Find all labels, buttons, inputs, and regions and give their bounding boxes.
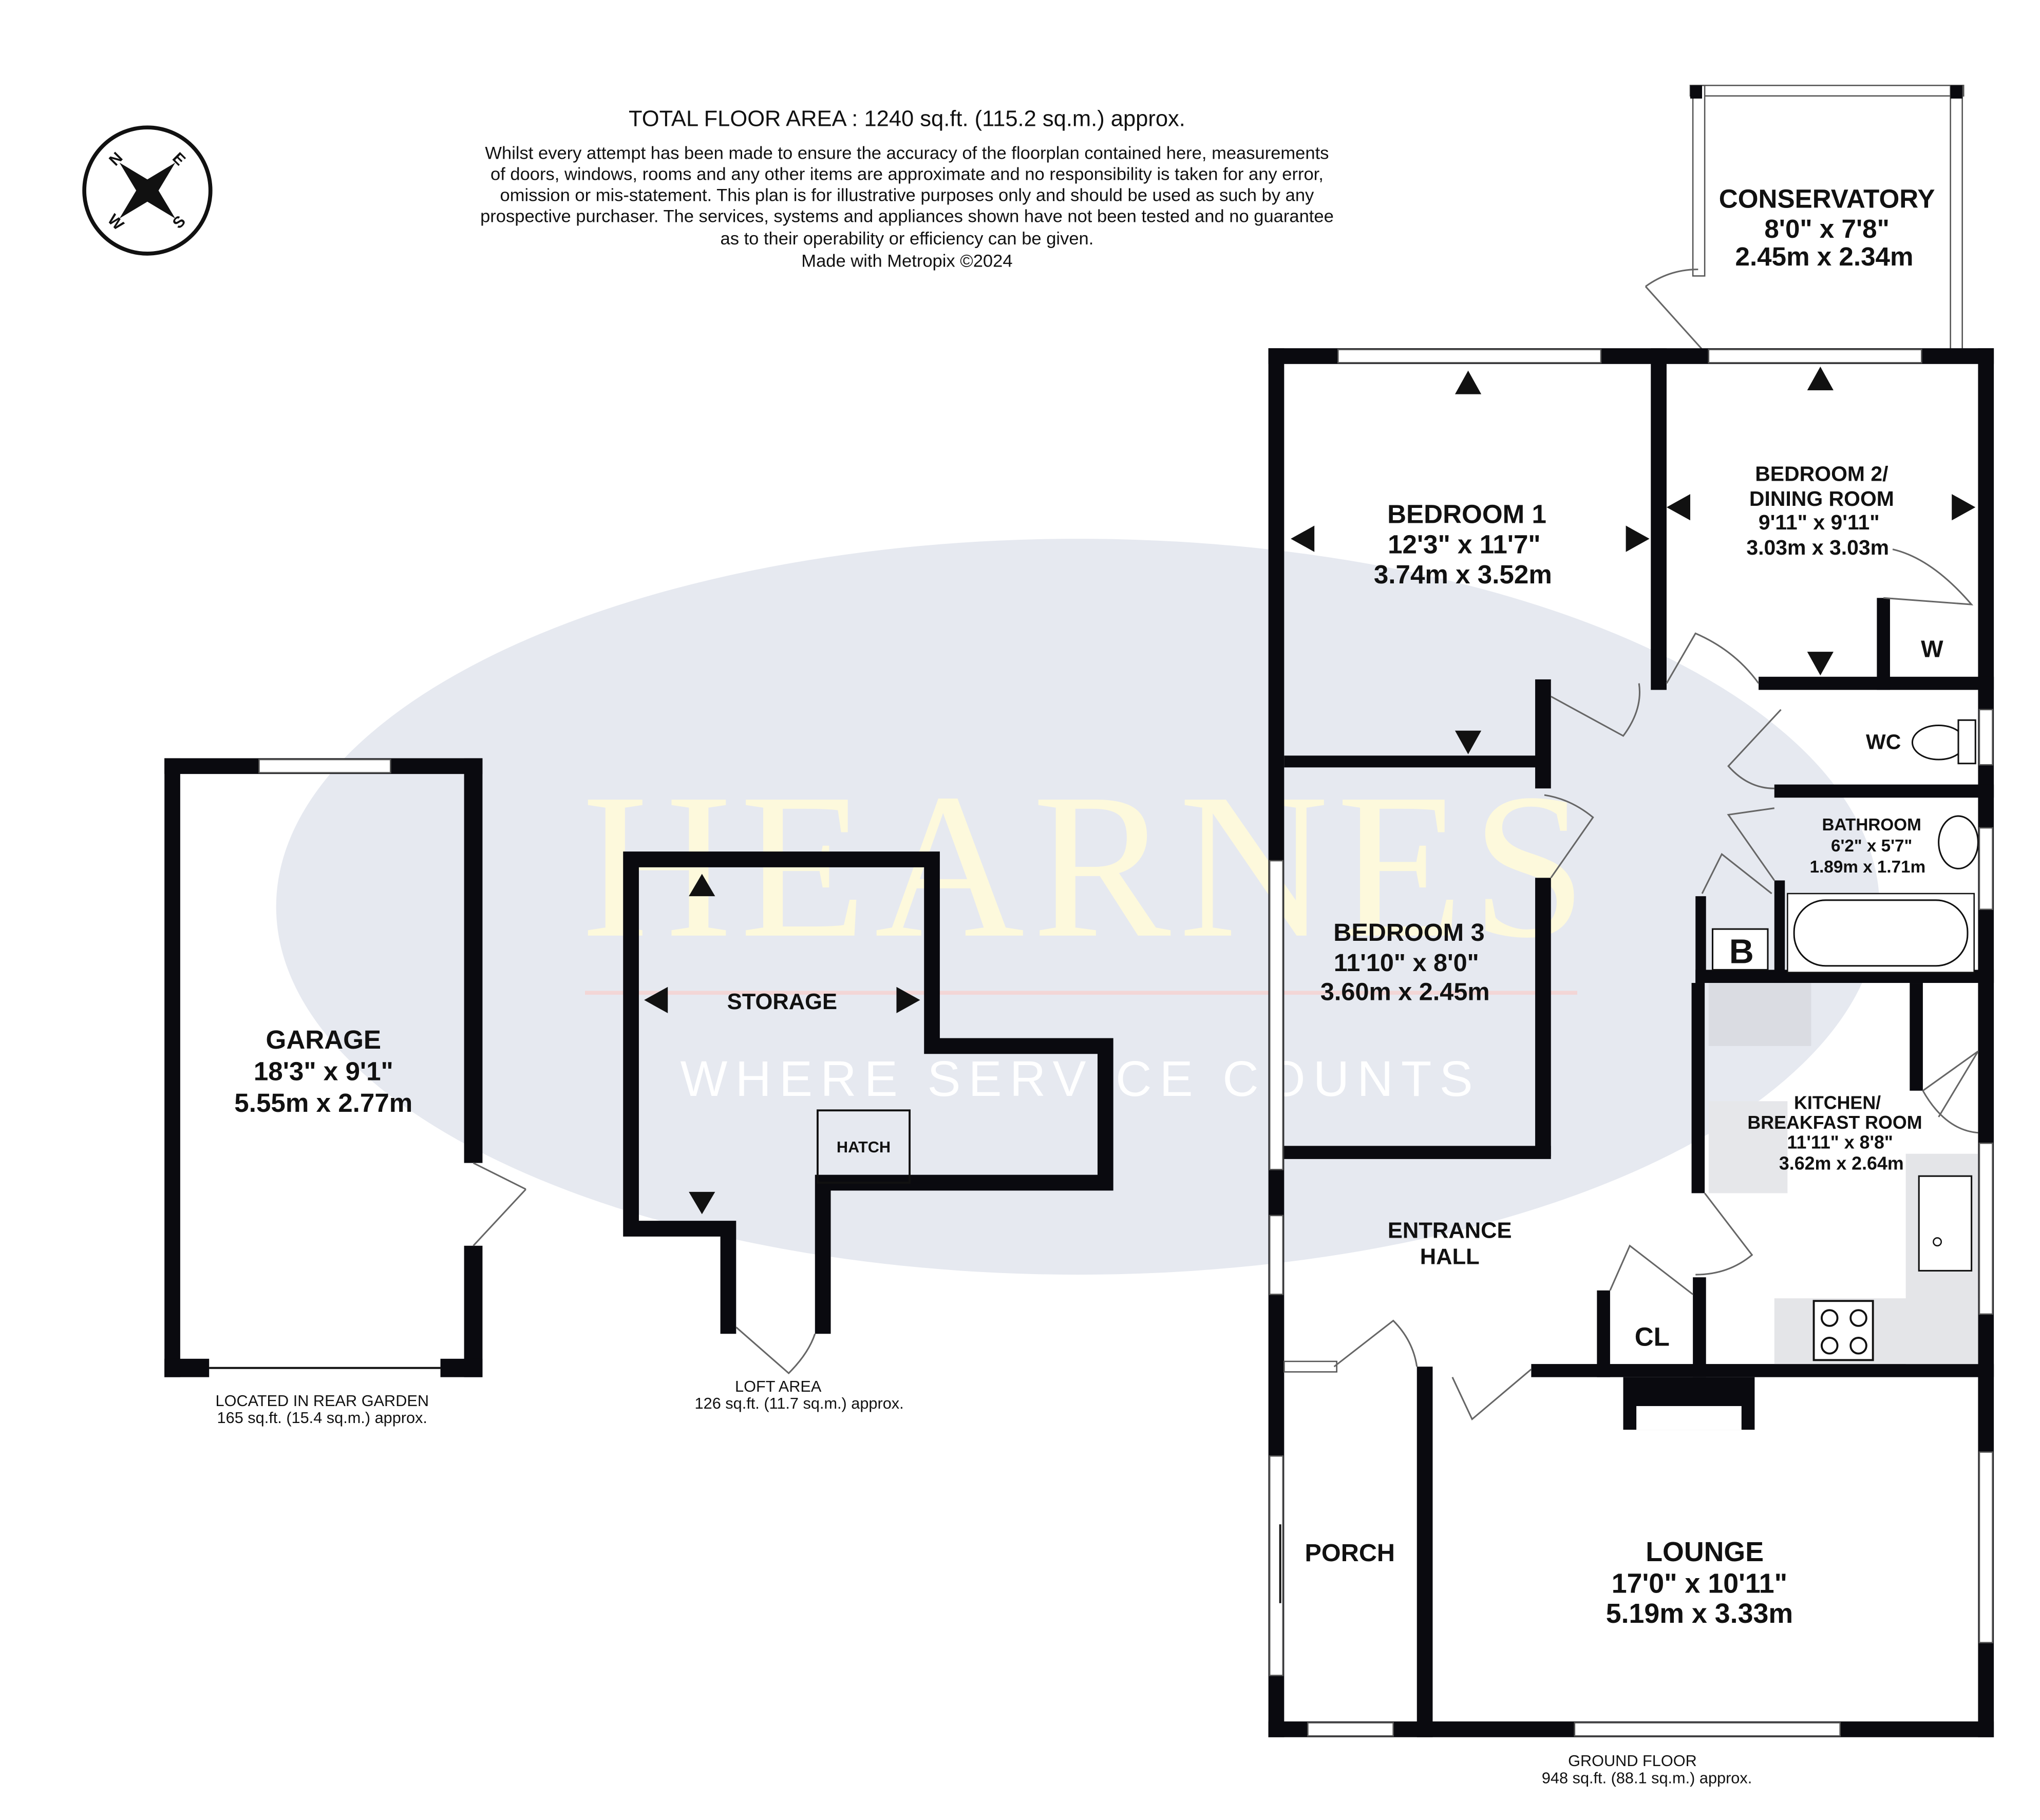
floors-loft-line2-label: 126 sq.ft. (11.7 sq.m.) approx. xyxy=(695,1394,904,1412)
ground-floor: CONSERVATORY 8'0" x 7'8" 2.45m x 2.34m B… xyxy=(1268,85,1994,1787)
rooms-hall-name2-label: HALL xyxy=(1420,1245,1480,1269)
total-floor-area: TOTAL FLOOR AREA : 1240 sq.ft. (115.2 sq… xyxy=(629,107,1185,131)
rooms-bedroom2-name1-label: BEDROOM 2/ xyxy=(1755,462,1888,486)
rooms-bedroom1-imperial-label: 12'3" x 11'7" xyxy=(1388,529,1541,559)
garage: GARAGE 18'3" x 9'1" 5.55m x 2.77m LOCATE… xyxy=(164,758,526,1427)
rooms-bathroom-name-label: BATHROOM xyxy=(1822,816,1921,835)
rooms-bedroom1-name-label: BEDROOM 1 xyxy=(1387,499,1546,528)
rooms-cl-name-label: CL xyxy=(1635,1322,1670,1351)
disclaimer-line: of doors, windows, rooms and any other i… xyxy=(490,165,1324,184)
disclaimer-line: Whilst every attempt has been made to en… xyxy=(485,144,1329,163)
rooms-garage-name-label: GARAGE xyxy=(266,1025,382,1054)
rooms-conservatory-metric-label: 2.45m x 2.34m xyxy=(1735,242,1914,271)
rooms-w-name-label: W xyxy=(1921,635,1943,662)
rooms-bedroom2-name2-label: DINING ROOM xyxy=(1749,487,1894,510)
floors-garage-line2-label: 165 sq.ft. (15.4 sq.m.) approx. xyxy=(217,1409,427,1427)
rooms-storage-name-label: STORAGE xyxy=(727,990,837,1014)
watermark: HEARNES WHERE SERVICE COUNTS xyxy=(276,539,1880,1275)
rooms-boiler-name-label: B xyxy=(1729,933,1754,971)
rooms-lounge-imperial-label: 17'0" x 10'11" xyxy=(1612,1568,1787,1599)
rooms-bedroom3-metric-label: 3.60m x 2.45m xyxy=(1320,978,1490,1006)
rooms-garage-metric-label: 5.55m x 2.77m xyxy=(234,1088,412,1117)
credit: Made with Metropix ©2024 xyxy=(801,251,1012,271)
rooms-lounge-metric-label: 5.19m x 3.33m xyxy=(1606,1598,1793,1629)
floors-ground-line2-label: 948 sq.ft. (88.1 sq.m.) approx. xyxy=(1542,1769,1752,1787)
rooms-conservatory-imperial-label: 8'0" x 7'8" xyxy=(1764,214,1890,243)
floors-loft-line1-label: LOFT AREA xyxy=(735,1377,822,1395)
rooms-porch-name-label: PORCH xyxy=(1305,1539,1395,1567)
rooms-bedroom1-metric-label: 3.74m x 3.52m xyxy=(1374,560,1552,589)
rooms-kitchen-name1-label: KITCHEN/ xyxy=(1794,1093,1881,1113)
rooms-garage-imperial-label: 18'3" x 9'1" xyxy=(254,1056,393,1086)
rooms-conservatory-name-label: CONSERVATORY xyxy=(1719,184,1935,213)
rooms-kitchen-imperial-label: 11'11" x 8'8" xyxy=(1787,1132,1893,1152)
disclaimer-line: prospective purchaser. The services, sys… xyxy=(480,206,1334,226)
header: TOTAL FLOOR AREA : 1240 sq.ft. (115.2 sq… xyxy=(480,107,1334,271)
rooms-kitchen-metric-label: 3.62m x 2.64m xyxy=(1779,1153,1904,1173)
rooms-lounge-name-label: LOUNGE xyxy=(1646,1537,1764,1567)
rooms-bathroom-metric-label: 1.89m x 1.71m xyxy=(1810,858,1926,877)
rooms-bedroom2-imperial-label: 9'11" x 9'11" xyxy=(1759,510,1880,534)
rooms-hatch-name-label: HATCH xyxy=(837,1138,891,1156)
rooms-hall-name1-label: ENTRANCE xyxy=(1388,1218,1512,1243)
compass-icon: N E S W xyxy=(82,125,213,256)
rooms-bedroom2-metric-label: 3.03m x 3.03m xyxy=(1746,536,1889,559)
disclaimer-line: omission or mis-statement. This plan is … xyxy=(500,186,1314,205)
floors-ground-line1-label: GROUND FLOOR xyxy=(1568,1752,1697,1770)
rooms-bedroom3-name-label: BEDROOM 3 xyxy=(1333,919,1484,946)
rooms-bathroom-imperial-label: 6'2" x 5'7" xyxy=(1831,837,1912,856)
rooms-kitchen-name2-label: BREAKFAST ROOM xyxy=(1747,1112,1922,1133)
loft-storage: STORAGE HATCH LOFT AREA 126 sq.ft. (11.7… xyxy=(623,851,1113,1412)
disclaimer-line: as to their operability or efficiency ca… xyxy=(721,229,1094,249)
rooms-bedroom3-imperial-label: 11'10" x 8'0" xyxy=(1334,949,1479,977)
watermark-tagline: WHERE SERVICE COUNTS xyxy=(680,1051,1480,1107)
floors-garage-line1-label: LOCATED IN REAR GARDEN xyxy=(216,1392,429,1410)
rooms-wc-name-label: WC xyxy=(1866,730,1901,754)
